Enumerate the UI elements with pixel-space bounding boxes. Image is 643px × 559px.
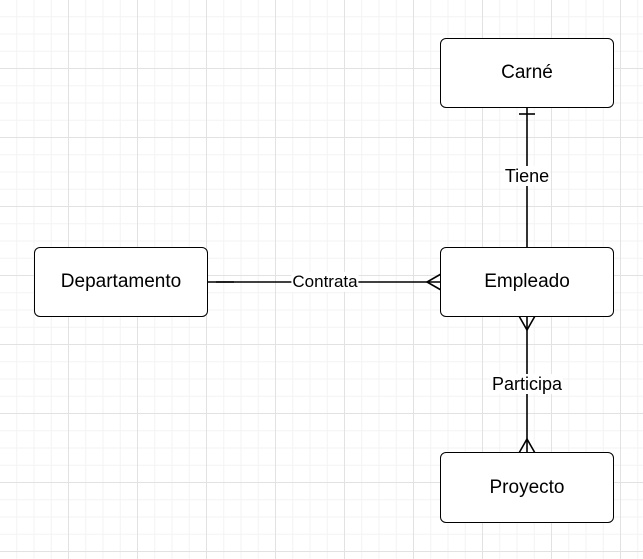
entity-carne[interactable]: Carné <box>440 38 614 108</box>
edge-label-contrata[interactable]: Contrata <box>291 272 359 292</box>
edge-contrata-many-mark <box>425 273 442 291</box>
entity-proyecto[interactable]: Proyecto <box>440 452 614 523</box>
edge-participa-many-mark-bottom <box>518 437 536 454</box>
entity-empleado[interactable]: Empleado <box>440 247 614 317</box>
entity-departamento[interactable]: Departamento <box>34 247 208 317</box>
entity-empleado-label: Empleado <box>484 271 570 292</box>
entity-proyecto-label: Proyecto <box>489 476 565 498</box>
entity-departamento-label: Departamento <box>60 271 182 292</box>
edge-label-participa[interactable]: Participa <box>490 374 564 394</box>
edge-participa-many-mark-top <box>518 315 536 332</box>
edge-label-tiene[interactable]: Tiene <box>503 166 551 186</box>
entity-carne-label: Carné <box>501 62 553 83</box>
